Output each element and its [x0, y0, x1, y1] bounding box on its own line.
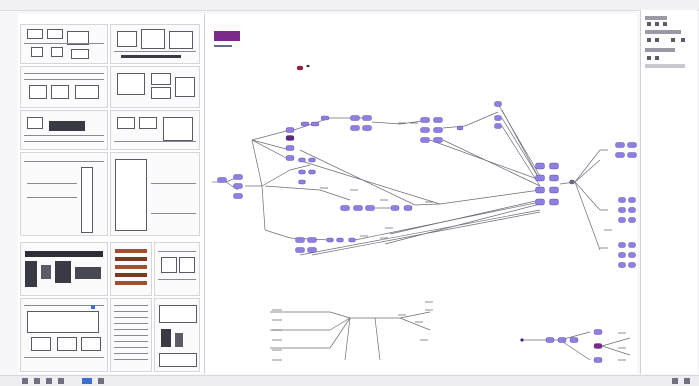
arrow-icon[interactable]	[22, 378, 28, 384]
grid-icon[interactable]	[82, 378, 92, 384]
status-bar	[0, 375, 699, 386]
thumbnail[interactable]	[20, 298, 108, 372]
layers-icon[interactable]	[98, 378, 104, 384]
thumbnail[interactable]	[20, 242, 108, 296]
thumbnails-panel	[18, 14, 205, 374]
thumbnail[interactable]	[110, 66, 200, 108]
panel-button[interactable]	[663, 22, 667, 26]
panel-button[interactable]	[647, 56, 651, 60]
thumbnail[interactable]	[110, 110, 200, 150]
properties-panel	[640, 10, 697, 374]
panel-button[interactable]	[655, 22, 659, 26]
thumbnail[interactable]	[154, 298, 200, 372]
swatch-caption-line	[214, 45, 232, 47]
zoom-out-icon[interactable]	[684, 378, 690, 384]
hand-icon[interactable]	[34, 378, 40, 384]
panel-button[interactable]	[647, 22, 651, 26]
thumbnail[interactable]	[20, 152, 108, 236]
thumbnail[interactable]	[110, 298, 152, 372]
top-bar	[0, 0, 699, 11]
zoom-in-icon[interactable]	[672, 378, 678, 384]
thumbnail[interactable]	[154, 242, 200, 296]
accent-swatch[interactable]	[214, 31, 240, 41]
panel-button[interactable]	[655, 56, 659, 60]
thumbnail[interactable]	[20, 66, 108, 108]
fit-icon[interactable]	[58, 378, 64, 384]
panel-button[interactable]	[681, 38, 685, 42]
panel-button[interactable]	[647, 38, 651, 42]
panel-button[interactable]	[655, 38, 659, 42]
thumbnail[interactable]	[20, 110, 108, 150]
thumbnail[interactable]	[110, 152, 200, 236]
thumbnail[interactable]	[110, 242, 152, 296]
graph-canvas[interactable]	[205, 14, 637, 374]
thumbnail[interactable]	[110, 24, 200, 64]
panel-button[interactable]	[671, 38, 675, 42]
zoom-icon[interactable]	[46, 378, 52, 384]
thumbnail[interactable]	[20, 24, 108, 64]
